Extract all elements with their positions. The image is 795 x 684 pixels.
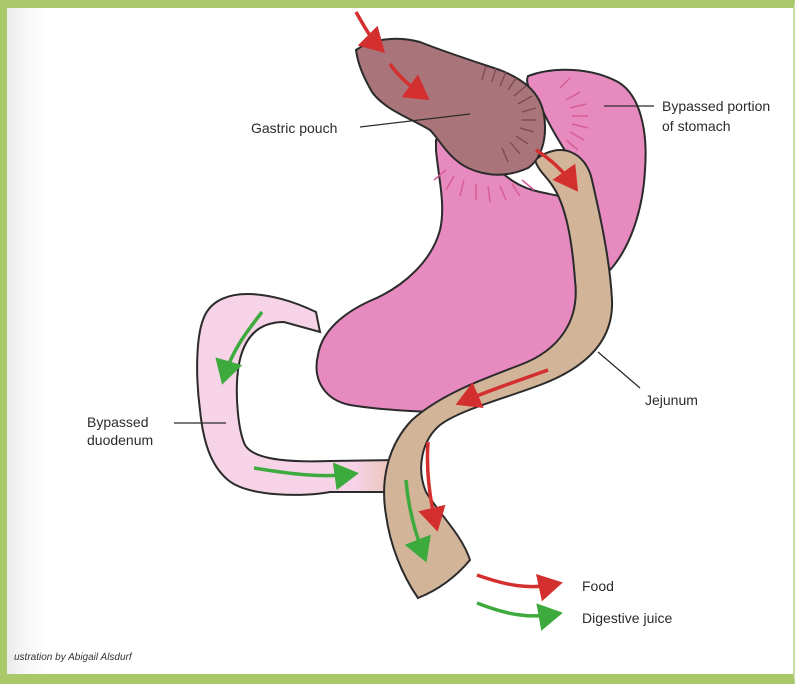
label-jejunum: Jejunum — [645, 392, 698, 408]
illustration-credit: ustration by Abigail Alsdurf — [14, 652, 133, 663]
label-gastric-pouch: Gastric pouch — [251, 120, 337, 136]
label-bypassed-stomach-1: Bypassed portion — [662, 98, 770, 114]
legend-food-label: Food — [582, 578, 614, 594]
label-bypassed-stomach-2: of stomach — [662, 118, 730, 134]
legend-food-arrow — [477, 575, 556, 587]
legend-juice-arrow — [477, 603, 556, 616]
label-bypassed-duodenum-2: duodenum — [87, 432, 153, 448]
legend: Food Digestive juice — [477, 575, 672, 626]
gastric-pouch — [356, 39, 545, 175]
label-bypassed-duodenum-1: Bypassed — [87, 414, 148, 430]
legend-juice-label: Digestive juice — [582, 610, 672, 626]
